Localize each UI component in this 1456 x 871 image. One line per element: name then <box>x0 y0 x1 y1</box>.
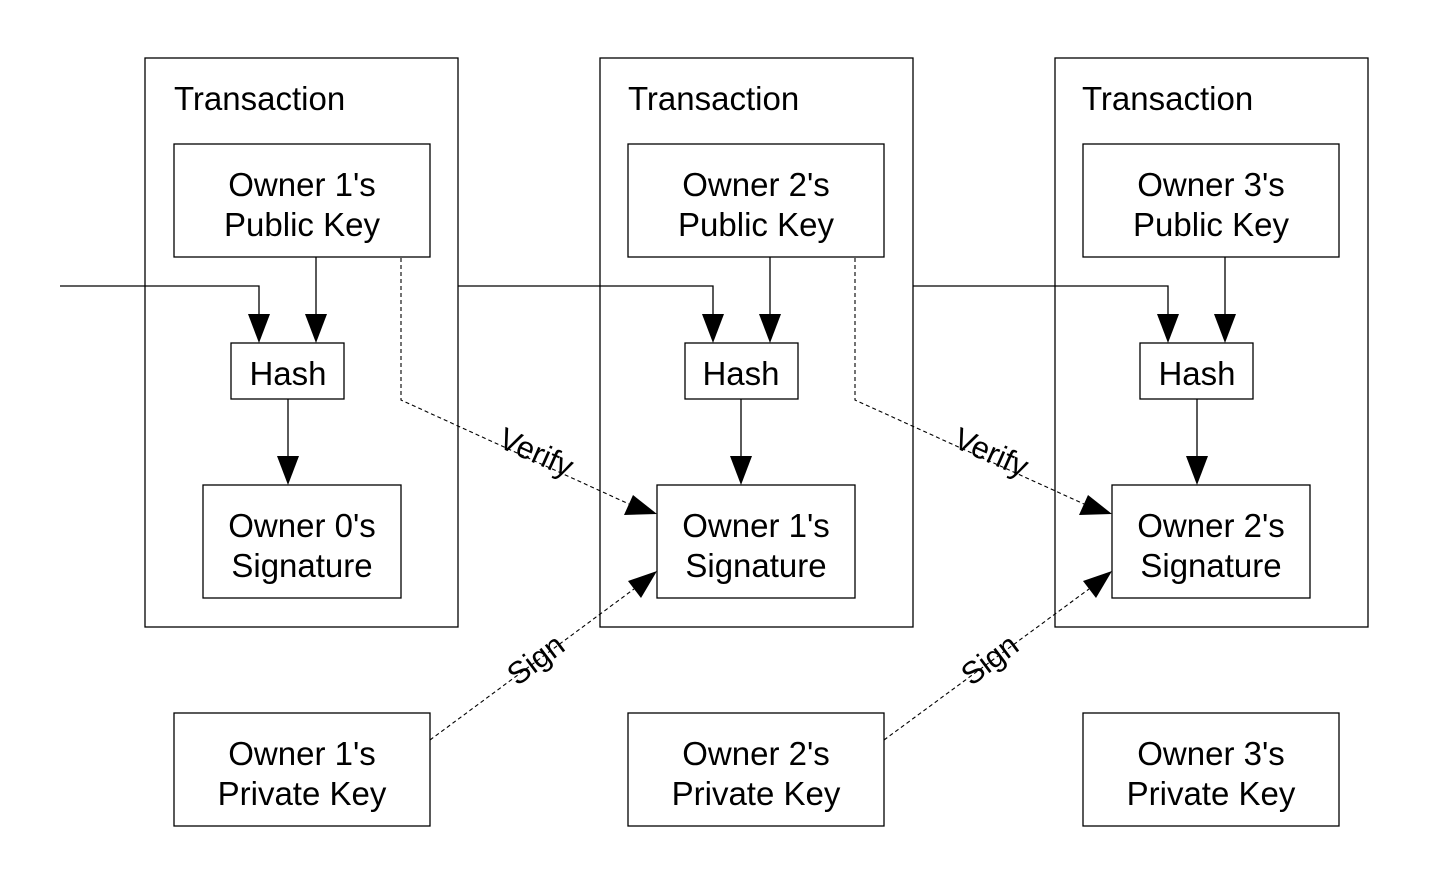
private-key-owner-label: Owner 1's <box>228 735 376 772</box>
previous-transaction-line <box>458 285 714 314</box>
previous-transaction-line <box>913 285 1169 314</box>
arrow-head <box>759 314 781 343</box>
arrow-head <box>305 314 327 343</box>
private-key-label: Private Key <box>1127 775 1296 812</box>
verify-label: Verify <box>494 421 580 485</box>
private-key-2: Owner 2's Private Key <box>627 712 885 827</box>
sign-line <box>429 588 635 741</box>
hash-label: Hash <box>702 355 779 392</box>
signature-box <box>656 484 856 599</box>
private-key-box <box>627 712 885 827</box>
sign-line <box>883 588 1090 741</box>
private-key-box <box>1082 712 1340 827</box>
hash-label: Hash <box>1158 355 1235 392</box>
signature-owner-label: Owner 0's <box>228 507 376 544</box>
transaction-2: Transaction Owner 2's Public Key Hash Ow… <box>458 57 914 628</box>
private-key-1: Owner 1's Private Key <box>173 712 431 827</box>
arrow-head <box>1157 314 1179 343</box>
arrow-head <box>1214 314 1236 343</box>
arrow-head <box>730 456 752 485</box>
signature-label: Signature <box>231 547 372 584</box>
previous-transaction-line <box>60 285 260 314</box>
transaction-title: Transaction <box>174 80 345 117</box>
hash-box <box>684 342 799 400</box>
hash-label: Hash <box>249 355 326 392</box>
signature-owner-label: Owner 2's <box>1137 507 1285 544</box>
hash-box <box>230 342 345 400</box>
public-key-owner-label: Owner 3's <box>1137 166 1285 203</box>
signature-label: Signature <box>1140 547 1281 584</box>
public-key-owner-label: Owner 1's <box>228 166 376 203</box>
private-key-box <box>173 712 431 827</box>
public-key-label: Public Key <box>224 206 380 243</box>
public-key-box <box>1082 143 1340 258</box>
transaction-3: Transaction Owner 3's Public Key Hash Ow… <box>913 57 1369 628</box>
transaction-1: Transaction Owner 1's Public Key Hash Ow… <box>60 57 459 628</box>
private-key-label: Private Key <box>672 775 841 812</box>
public-key-label: Public Key <box>678 206 834 243</box>
arrow-head <box>628 571 657 598</box>
arrow-head <box>624 495 657 515</box>
arrow-head <box>702 314 724 343</box>
verify-line <box>400 258 630 505</box>
signature-owner-label: Owner 1's <box>682 507 830 544</box>
public-key-box <box>627 143 885 258</box>
arrow-head <box>1186 456 1208 485</box>
public-key-label: Public Key <box>1133 206 1289 243</box>
arrow-head <box>248 314 270 343</box>
arrow-head <box>277 456 299 485</box>
signature-box <box>202 484 402 599</box>
private-key-owner-label: Owner 3's <box>1137 735 1285 772</box>
arrow-head <box>1079 495 1112 515</box>
transaction-title: Transaction <box>1082 80 1253 117</box>
hash-box <box>1139 342 1254 400</box>
public-key-owner-label: Owner 2's <box>682 166 830 203</box>
arrow-head <box>1083 571 1112 598</box>
private-key-owner-label: Owner 2's <box>682 735 830 772</box>
verify-label: Verify <box>949 421 1035 485</box>
sign-label: Sign <box>954 627 1025 692</box>
sign-label: Sign <box>500 627 571 692</box>
public-key-box <box>173 143 431 258</box>
private-key-3: Owner 3's Private Key <box>1082 712 1340 827</box>
signature-label: Signature <box>685 547 826 584</box>
private-key-label: Private Key <box>218 775 387 812</box>
signature-box <box>1111 484 1311 599</box>
transaction-title: Transaction <box>628 80 799 117</box>
verify-line <box>854 258 1085 505</box>
